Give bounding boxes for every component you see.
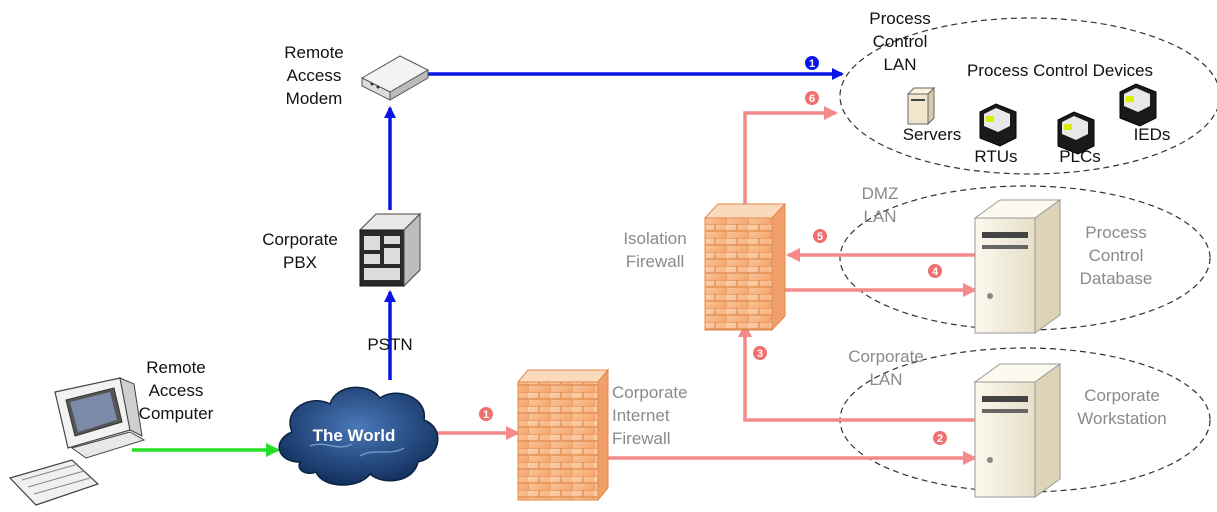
computer-icon xyxy=(8,377,146,506)
svg-text:2: 2 xyxy=(937,433,943,445)
svg-text:Computer: Computer xyxy=(139,404,214,423)
svg-text:Corporate: Corporate xyxy=(612,383,688,402)
servers-label: Servers xyxy=(903,125,962,144)
workstation-server-icon xyxy=(973,363,1062,498)
svg-text:Process: Process xyxy=(1085,223,1146,242)
world-cloud-icon xyxy=(278,386,439,486)
svg-text:Corporate: Corporate xyxy=(1084,386,1160,405)
step-badge-red-5: 5 xyxy=(813,229,827,243)
process-control-database-label: Process Control Database xyxy=(1080,223,1153,288)
svg-text:Remote: Remote xyxy=(284,43,344,62)
svg-text:Firewall: Firewall xyxy=(626,252,685,271)
database-server-icon xyxy=(973,199,1062,334)
dmz-lan-label: DMZ LAN xyxy=(862,184,899,226)
svg-text:Isolation: Isolation xyxy=(623,229,686,248)
corporate-pbx-label: Corporate PBX xyxy=(262,230,338,272)
workstation-to-isolation-firewall-link xyxy=(738,323,975,422)
rtus-label: RTUs xyxy=(974,147,1017,166)
pbx-icon xyxy=(358,212,422,288)
svg-text:Corporate: Corporate xyxy=(262,230,338,249)
svg-text:Access: Access xyxy=(149,381,204,400)
ieds-label: IEDs xyxy=(1134,125,1171,144)
servers-device-icon xyxy=(906,86,936,126)
svg-text:1: 1 xyxy=(809,58,815,70)
isolation-firewall-to-control-lan-link xyxy=(743,106,838,205)
svg-text:Access: Access xyxy=(287,66,342,85)
modem-icon xyxy=(360,55,430,101)
svg-text:LAN: LAN xyxy=(883,55,916,74)
svg-text:Firewall: Firewall xyxy=(612,429,671,448)
svg-text:Database: Database xyxy=(1080,269,1153,288)
corporate-lan-label: Corporate LAN xyxy=(848,347,924,389)
step-badge-red-2: 2 xyxy=(933,431,947,445)
svg-text:Workstation: Workstation xyxy=(1077,409,1166,428)
svg-text:Modem: Modem xyxy=(286,89,343,108)
step-badge-red-3: 3 xyxy=(753,346,767,360)
remote-access-modem-label: Remote Access Modem xyxy=(284,43,344,108)
corporate-internet-firewall-label: Corporate Internet Firewall xyxy=(612,383,688,448)
svg-text:4: 4 xyxy=(932,266,939,278)
step-badge-blue-1: 1 xyxy=(805,56,819,70)
process-control-devices-label: Process Control Devices xyxy=(967,61,1153,80)
corporate-workstation-label: Corporate Workstation xyxy=(1077,386,1166,428)
svg-text:3: 3 xyxy=(757,348,763,360)
svg-text:PBX: PBX xyxy=(283,253,317,272)
step-badge-red-4: 4 xyxy=(928,264,942,278)
internet-firewall-icon xyxy=(516,368,610,502)
step-badge-red-1: 1 xyxy=(479,407,493,421)
plc-device-icon xyxy=(1057,111,1095,155)
svg-text:Remote: Remote xyxy=(146,358,206,377)
ied-device-icon xyxy=(1119,83,1157,127)
isolation-firewall-icon xyxy=(703,202,787,332)
rtu-device-icon xyxy=(979,103,1017,147)
svg-text:1: 1 xyxy=(483,409,489,421)
svg-text:Corporate: Corporate xyxy=(848,347,924,366)
remote-access-computer-label: Remote Access Computer xyxy=(139,358,214,423)
svg-text:Control: Control xyxy=(1089,246,1144,265)
pstn-label: PSTN xyxy=(367,335,412,354)
plcs-label: PLCs xyxy=(1059,147,1101,166)
the-world-label: The World xyxy=(313,426,396,445)
svg-text:Internet: Internet xyxy=(612,406,670,425)
svg-text:Control: Control xyxy=(873,32,928,51)
step-badge-red-6: 6 xyxy=(805,91,819,105)
svg-text:LAN: LAN xyxy=(869,370,902,389)
isolation-firewall-label: Isolation Firewall xyxy=(623,229,686,271)
svg-text:Process: Process xyxy=(869,9,930,28)
svg-text:LAN: LAN xyxy=(863,207,896,226)
svg-text:5: 5 xyxy=(817,231,823,243)
process-control-lan-label: Process Control LAN xyxy=(869,9,930,74)
svg-text:DMZ: DMZ xyxy=(862,184,899,203)
svg-text:6: 6 xyxy=(809,93,815,105)
